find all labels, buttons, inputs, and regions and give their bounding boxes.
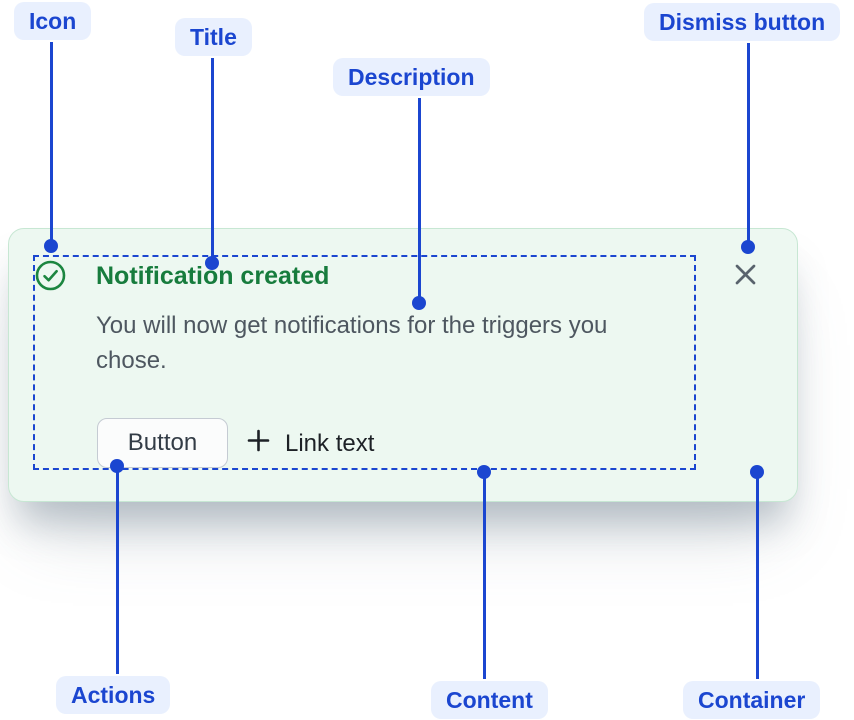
success-check-icon	[35, 260, 66, 291]
annotation-label-container: Container	[683, 681, 821, 719]
annotation-label-content: Content	[431, 681, 548, 719]
connector-dot-description	[412, 296, 426, 310]
connector-dot-container	[750, 465, 764, 479]
annotation-label-dismiss-button: Dismiss button	[644, 3, 841, 41]
connector-dot-dismiss	[741, 240, 755, 254]
annotation-label-actions: Actions	[56, 676, 171, 714]
connector-line-container	[755, 472, 759, 679]
action-button[interactable]: Button	[97, 418, 228, 468]
action-link-label: Link text	[285, 430, 375, 457]
annotation-label-description: Description	[333, 58, 490, 96]
connector-line-dismiss	[746, 43, 750, 247]
annotation-label-title: Title	[175, 18, 252, 56]
close-icon	[732, 261, 759, 291]
action-button-label: Button	[127, 429, 198, 456]
action-link[interactable]: Link text	[246, 428, 375, 460]
connector-line-content	[482, 472, 486, 679]
connector-line-title	[210, 58, 214, 263]
connector-line-actions	[115, 466, 119, 674]
connector-line-description	[417, 98, 421, 303]
notification-description: You will now get notifications for the t…	[96, 312, 608, 374]
connector-line-icon	[49, 42, 53, 246]
annotation-label-icon: Icon	[14, 2, 92, 40]
content-outline	[33, 255, 696, 470]
connector-dot-icon	[44, 239, 58, 253]
connector-dot-title	[205, 256, 219, 270]
connector-dot-actions	[110, 459, 124, 473]
connector-dot-content	[477, 465, 491, 479]
dismiss-button[interactable]	[731, 262, 759, 290]
plus-icon	[246, 428, 271, 460]
